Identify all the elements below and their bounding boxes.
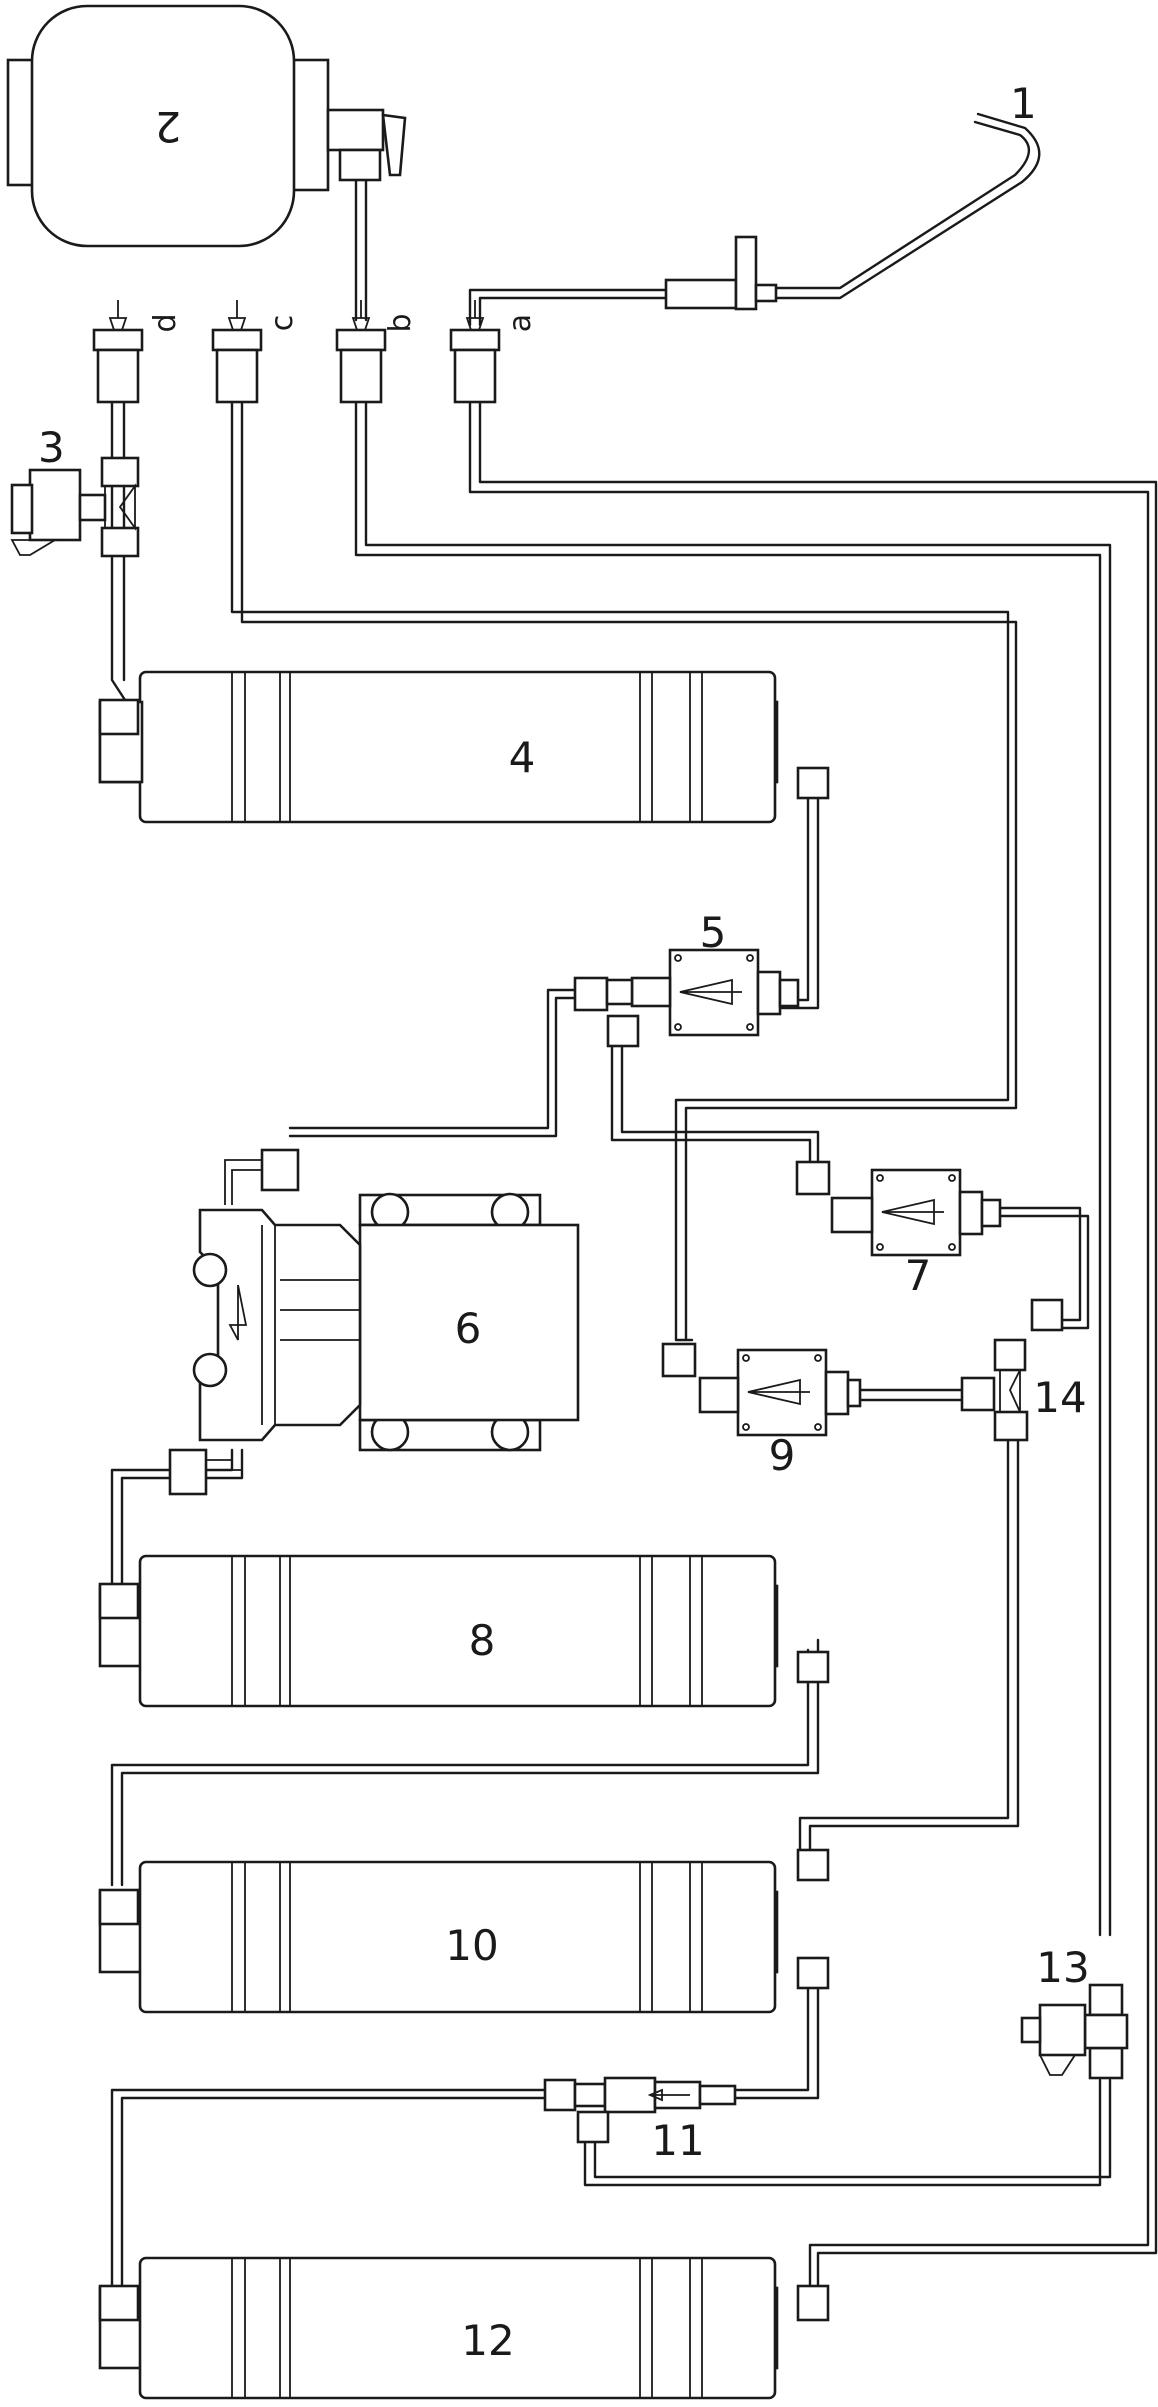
valve-5: [573, 948, 800, 1048]
solenoid-valve-13: [1020, 1983, 1129, 2080]
pressure-tank: [6, 4, 407, 248]
check-valve-11: [543, 2076, 737, 2144]
port-c-fitting: [211, 300, 263, 404]
port-label-a: a: [503, 314, 538, 332]
port-label-d: d: [148, 313, 183, 332]
valve-9: [661, 1342, 862, 1437]
valve-7: [795, 1160, 1002, 1257]
booster-pump-6: [168, 1148, 580, 1496]
label-14: 14: [1033, 1373, 1086, 1422]
label-1: 1: [1010, 79, 1037, 128]
filter-cartridge-8: [98, 1554, 830, 1708]
port-fittings: [92, 300, 501, 404]
component-labels: 1 2 3 4 5 6 7 8 9 10 11 12 13 14 d c b a: [38, 79, 1090, 2365]
label-11: 11: [651, 2116, 704, 2165]
tee-fitting-14: [960, 1298, 1064, 1442]
port-d-fitting: [92, 300, 144, 404]
port-a-fitting: [449, 300, 501, 404]
port-label-b: b: [383, 313, 418, 332]
label-6: 6: [455, 1304, 482, 1353]
label-9: 9: [769, 1431, 796, 1480]
label-4: 4: [509, 733, 536, 782]
filter-cartridge-10: [98, 1848, 830, 2014]
pressure-switch-3: [10, 456, 140, 558]
label-3: 3: [38, 423, 65, 472]
port-label-c: c: [265, 315, 300, 332]
label-2: 2: [155, 102, 182, 151]
label-8: 8: [469, 1616, 496, 1665]
filter-cartridge-12: [98, 2256, 830, 2400]
faucet: [664, 112, 1041, 311]
label-12: 12: [461, 2316, 514, 2365]
filter-cartridge-4: [98, 670, 830, 824]
label-7: 7: [905, 1251, 932, 1300]
label-13: 13: [1036, 1943, 1089, 1992]
label-5: 5: [700, 908, 727, 957]
label-10: 10: [445, 1921, 498, 1970]
port-b-fitting: [335, 300, 387, 404]
